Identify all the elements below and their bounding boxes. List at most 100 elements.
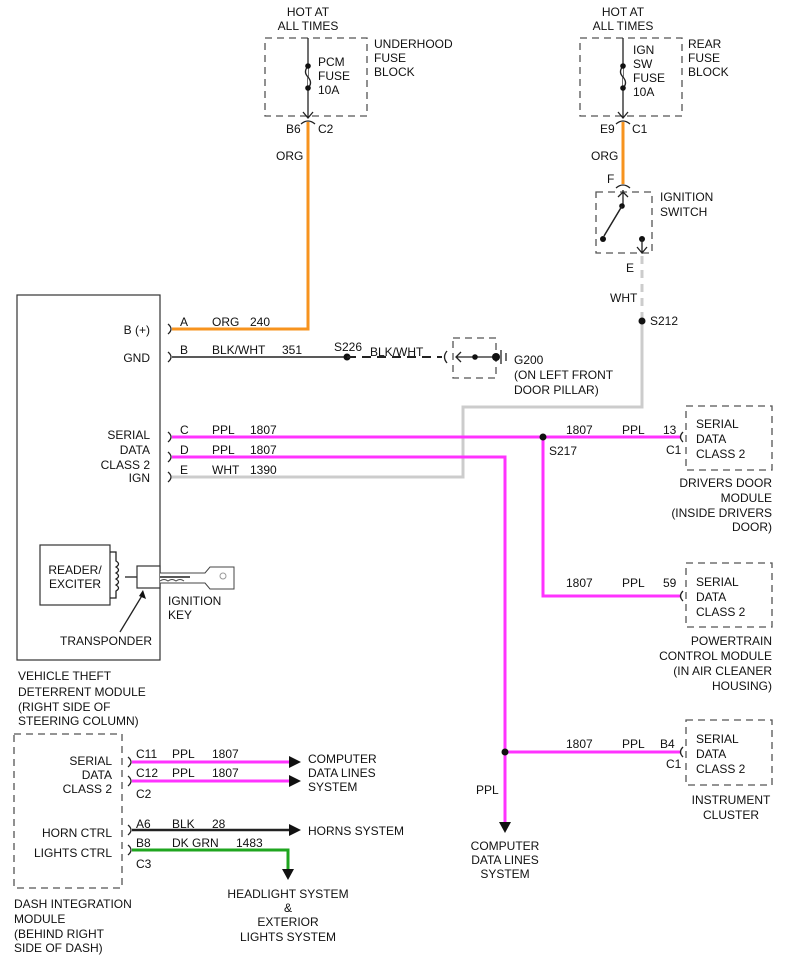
module-name: CONTROL MODULE	[659, 649, 772, 663]
wire-org-240	[172, 122, 310, 331]
pin-function-label: CLASS 2	[101, 458, 151, 472]
connector-label: C2	[318, 122, 334, 136]
wire-color-label: BLK/WHT	[212, 343, 266, 357]
connector-label: C1	[632, 122, 648, 136]
destination-label: EXTERIOR	[257, 915, 319, 929]
fuse-icon	[304, 65, 312, 89]
pin-label: B4	[660, 737, 675, 751]
pin-function-label: SERIAL	[107, 428, 150, 442]
wire-color-label: PPL	[622, 737, 645, 751]
pin-function-label: IGN	[129, 471, 150, 485]
ground-g200: S226 BLK/WHT G200 (ON LEFT FRONT DOOR PI…	[172, 337, 614, 397]
reader-exciter	[39, 544, 111, 606]
pin-function-label: SERIAL	[696, 417, 739, 431]
ground-icon	[500, 350, 507, 364]
wire-color-label: BLK/WHT	[370, 345, 424, 359]
ground-label: G200	[514, 353, 544, 367]
circuit-label: 1807	[250, 423, 277, 437]
pin-function-label: CLASS 2	[63, 782, 113, 796]
module-name: HOUSING)	[712, 679, 772, 693]
fuse-label: PCM	[318, 55, 345, 69]
arrow-down-icon	[499, 822, 511, 833]
splice-s212	[638, 317, 646, 325]
fuse-label: IGN	[633, 43, 654, 57]
fuse-label: SW	[633, 57, 653, 71]
module-name: (BEHIND RIGHT	[14, 927, 105, 941]
switch-label: SWITCH	[660, 205, 707, 219]
wire-ppl-1807-d	[172, 455, 507, 828]
block-label: BLOCK	[374, 65, 415, 79]
connector-label: C1	[666, 443, 682, 457]
switch-contact-icon	[603, 205, 623, 237]
pin-function-label: SERIAL	[696, 575, 739, 589]
block-label: UNDERHOOD	[374, 37, 453, 51]
pin-label: C11	[136, 747, 157, 761]
pin-function-label: CLASS 2	[696, 447, 746, 461]
destination-label: LIGHTS SYSTEM	[240, 930, 336, 944]
wire-color-label: PPL	[172, 747, 195, 761]
instrument-cluster: 1807 PPL B4 C1 SERIAL DATA CLASS 2 INSTR…	[566, 719, 773, 822]
circuit-label: 1807	[566, 423, 593, 437]
circuit-label: 1390	[250, 463, 277, 477]
wire-wht-1390	[172, 321, 644, 479]
pin-function-label: DATA	[82, 768, 112, 782]
module-name: (INSIDE DRIVERS	[671, 506, 772, 520]
circuit-label: 351	[282, 343, 302, 357]
hot-label: ALL TIMES	[278, 19, 339, 33]
wire-color-label: PPL	[622, 576, 645, 590]
fuse-label: FUSE	[633, 71, 665, 85]
switch-label: IGNITION	[660, 190, 713, 204]
splice-label: S212	[650, 314, 678, 328]
pin-label: C12	[136, 766, 158, 780]
connector-label: C1	[666, 757, 682, 771]
destination-label: HORNS SYSTEM	[308, 824, 404, 838]
module-name: DRIVERS DOOR	[679, 476, 772, 490]
connector-icon	[300, 111, 316, 125]
connector-label: C3	[136, 857, 152, 871]
splice-label: S226	[334, 340, 362, 354]
pin-label: B8	[136, 836, 151, 850]
block-label: FUSE	[688, 51, 720, 65]
drivers-door-module: 1807 PPL 13 C1 SERIAL DATA CLASS 2 DRIVE…	[566, 405, 773, 534]
circuit-label: 1807	[212, 747, 239, 761]
wire-color-label: BLK	[172, 817, 195, 831]
module-name: (IN AIR CLEANER	[673, 664, 772, 678]
circuit-label: 28	[212, 817, 226, 831]
wire-color-label: PPL	[622, 423, 645, 437]
reader-label: READER/	[48, 563, 102, 577]
pin-function-label: DATA	[120, 443, 150, 457]
fuse-label: FUSE	[318, 69, 350, 83]
circuit-label: 1807	[566, 576, 593, 590]
pin-function-label: SERIAL	[69, 754, 112, 768]
destination-label: DATA LINES	[308, 766, 376, 780]
module-name: POWERTRAIN	[691, 634, 772, 648]
module-name: MODULE	[14, 912, 65, 926]
module-name: SIDE OF DASH)	[14, 941, 103, 955]
pin-label: A6	[136, 817, 151, 831]
destination-label: &	[284, 901, 292, 915]
pin-function-label: HORN CTRL	[42, 826, 112, 840]
module-name: INSTRUMENT	[692, 793, 771, 807]
pin-label: 13	[663, 423, 677, 437]
ground-label: (ON LEFT FRONT	[514, 368, 614, 382]
fuse-label: 10A	[633, 85, 654, 99]
pin-label: E	[626, 261, 634, 275]
wire-color-label: PPL	[212, 443, 235, 457]
circuit-label: 1807	[250, 443, 277, 457]
wire-ppl-to-pcm	[541, 437, 680, 598]
splice	[501, 748, 509, 756]
connector-label: C2	[136, 787, 152, 801]
destination-label: HEADLIGHT SYSTEM	[227, 887, 348, 901]
pin-label: B6	[286, 122, 301, 136]
powertrain-control-module: 1807 PPL 59 SERIAL DATA CLASS 2 POWERTRA…	[566, 562, 773, 693]
fuse-label: 10A	[318, 83, 339, 97]
key-label: IGNITION	[168, 594, 221, 608]
transponder	[136, 565, 161, 589]
pin-label: C	[180, 423, 189, 437]
module-name: (RIGHT SIDE OF	[18, 700, 110, 714]
destination-label: DATA LINES	[471, 853, 539, 867]
hot-label: ALL TIMES	[593, 19, 654, 33]
pin-label: F	[607, 172, 614, 186]
circuit-label: 240	[250, 315, 270, 329]
